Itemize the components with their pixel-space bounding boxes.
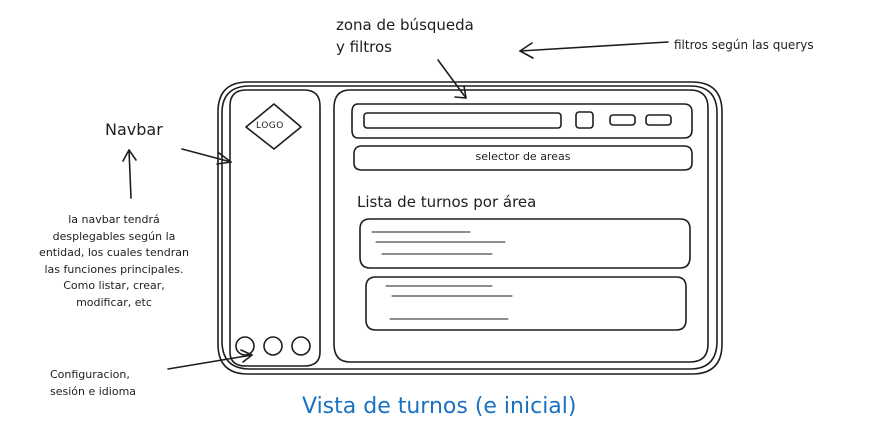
navbar-label: Navbar <box>105 120 163 139</box>
navbar-note-line-1: la navbar tendrá <box>68 213 160 226</box>
navbar-note-line-3: entidad, los cuales tendran <box>39 246 189 259</box>
turn-card-1[interactable] <box>359 218 691 269</box>
device-frame-inner <box>221 85 718 370</box>
navbar-note-line-2: desplegables según la <box>52 229 176 243</box>
navbar-panel <box>229 89 321 367</box>
arrow-navbar-right <box>181 148 232 165</box>
search-input[interactable] <box>363 112 562 129</box>
navbar-note: la navbar tendrá desplegables según la e… <box>14 212 214 311</box>
filter-button-2[interactable] <box>609 114 636 126</box>
arrow-search-zone <box>437 59 467 99</box>
session-circle[interactable] <box>263 336 283 356</box>
arrow-filters <box>519 41 669 59</box>
settings-label: Configuracion, sesión e idioma <box>50 366 136 400</box>
area-selector-box[interactable] <box>353 145 693 171</box>
search-zone-label-line2: y filtros <box>336 38 392 56</box>
search-zone <box>351 103 693 139</box>
settings-label-line1: Configuracion, <box>50 368 130 381</box>
filters-label: filtros según las querys <box>674 38 814 52</box>
turn-card-2[interactable] <box>365 276 687 331</box>
settings-label-line2: sesión e idioma <box>50 385 137 398</box>
content-panel <box>333 89 709 363</box>
logo-text: LOGO <box>256 121 284 131</box>
search-zone-label-line1: zona de búsqueda <box>336 16 474 34</box>
logo-diamond <box>245 103 302 150</box>
arrow-settings <box>167 349 253 370</box>
navbar-note-line-6: modificar, etc <box>76 295 152 309</box>
list-heading: Lista de turnos por área <box>357 193 537 211</box>
caption: Vista de turnos (e inicial) <box>302 394 577 419</box>
area-selector-label: selector de areas <box>475 150 571 163</box>
filter-button-3[interactable] <box>645 114 672 126</box>
navbar-note-line-4: las funciones principales. <box>44 262 184 276</box>
search-zone-label: zona de búsqueda y filtros <box>336 14 474 58</box>
arrow-navbar-up <box>122 149 137 199</box>
navbar-note-line-5: Como listar, crear, <box>63 279 165 292</box>
device-frame-outer <box>217 81 723 375</box>
settings-circle[interactable] <box>235 336 255 356</box>
filter-button-1[interactable] <box>575 111 594 129</box>
language-circle[interactable] <box>291 336 311 356</box>
